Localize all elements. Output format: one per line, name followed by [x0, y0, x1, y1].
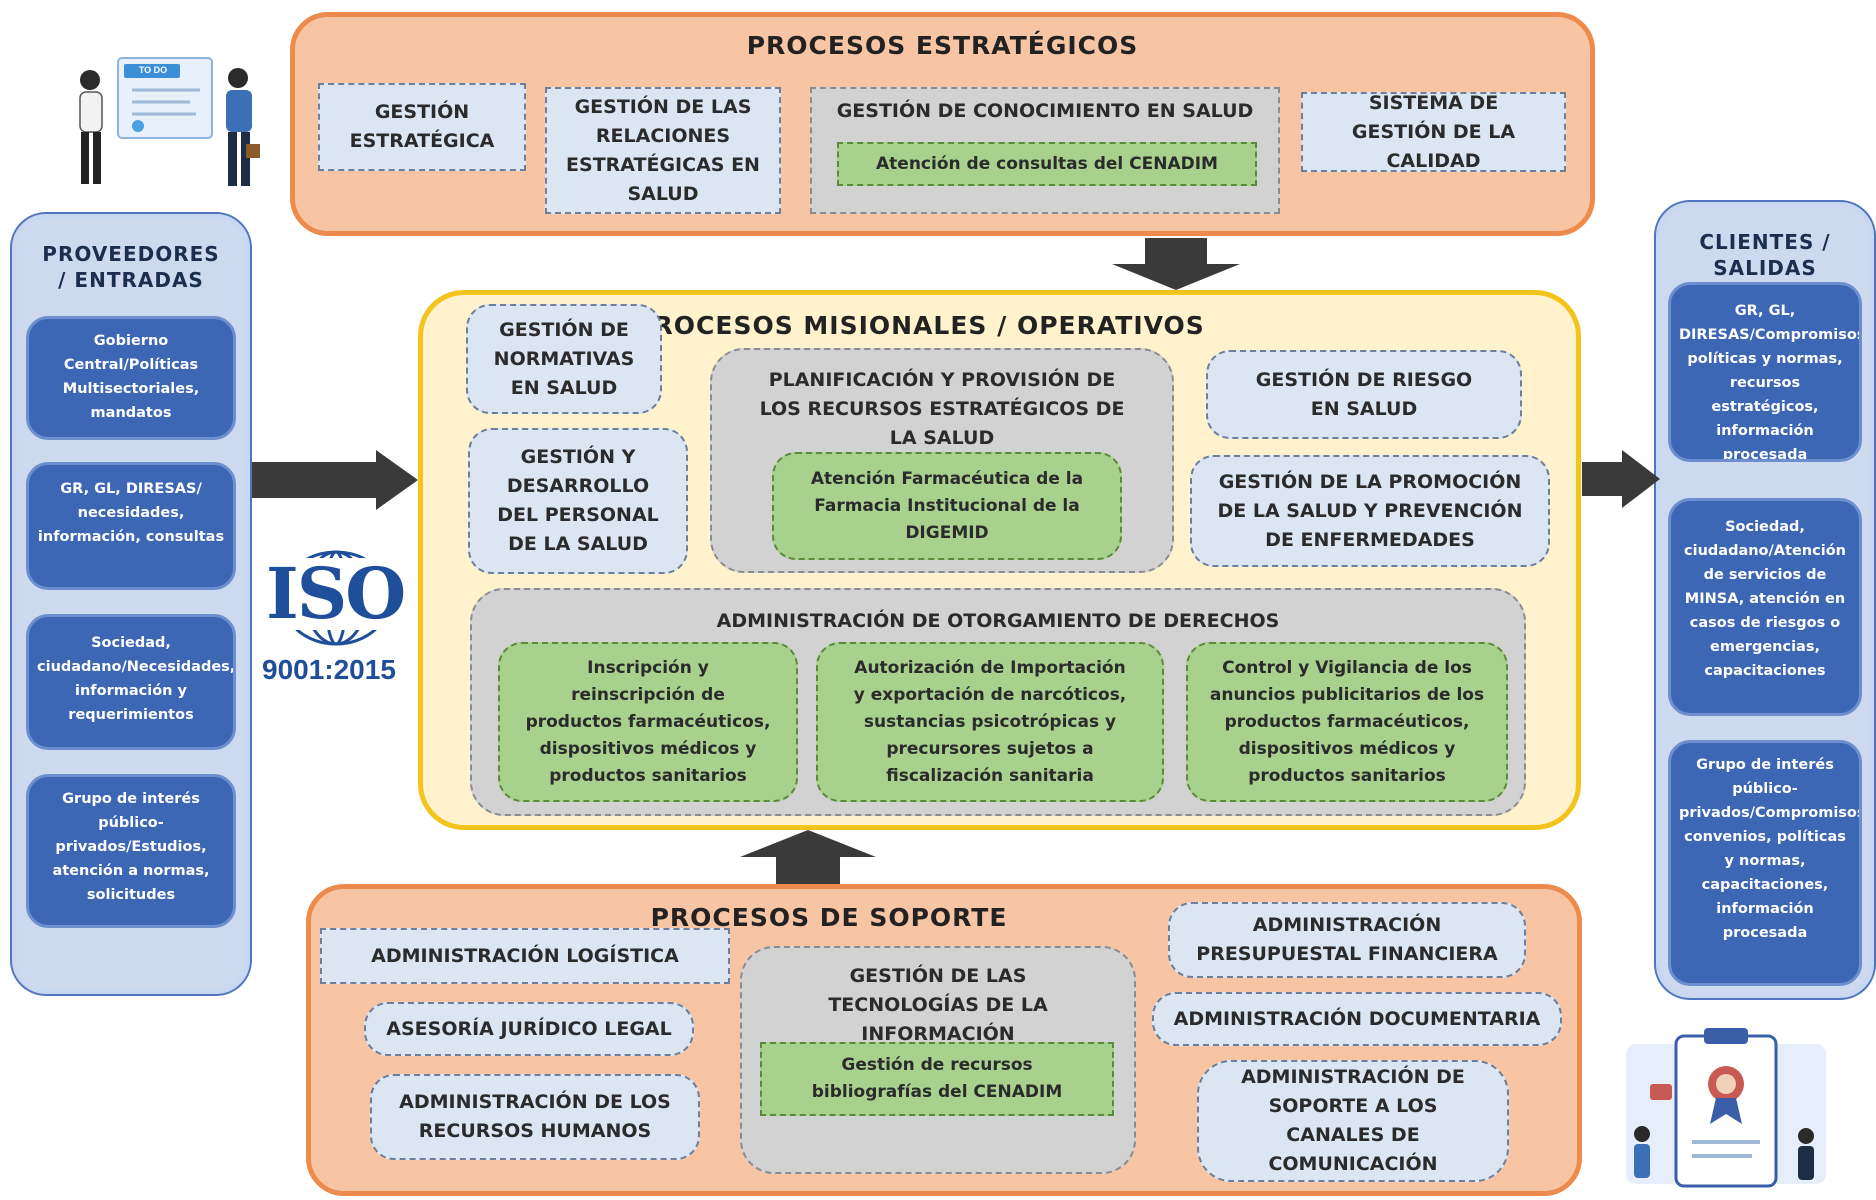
client-card: Sociedad, ciudadano/Atención de servicio…: [1668, 498, 1862, 716]
juridico-legal-box: ASESORÍA JURÍDICO LEGAL: [364, 1002, 694, 1056]
provider-card: Sociedad, ciudadano/Necesidades, informa…: [26, 614, 236, 750]
down-arrow-shaft: [1145, 238, 1207, 266]
sistema-calidad-box: SISTEMA DE GESTIÓN DE LA CALIDAD: [1301, 92, 1566, 172]
canales-comunicacion-box: ADMINISTRACIÓN DE SOPORTE A LOS CANALES …: [1197, 1060, 1509, 1182]
control-vigilancia-box: Control y Vigilancia de los anuncios pub…: [1186, 642, 1508, 802]
desarrollo-personal-box: GESTIÓN Y DESARROLLO DEL PERSONAL DE LA …: [468, 428, 688, 574]
providers-title: PROVEEDORES / ENTRADAS: [42, 242, 220, 292]
planificacion-recursos-box: PLANIFICACIÓN Y PROVISIÓN DE LOS RECURSO…: [710, 348, 1174, 573]
meeting-people-icon: [79, 57, 260, 186]
up-arrow-shaft: [776, 856, 840, 888]
consultas-cenadim-box: Atención de consultas del CENADIM: [837, 142, 1257, 186]
certificate-illustration: [1616, 1024, 1836, 1196]
down-arrow-icon: [1112, 264, 1240, 290]
farmacia-institucional-box: Atención Farmacéutica de la Farmacia Ins…: [772, 452, 1122, 560]
gestion-estrategica-box: GESTIÓN ESTRATÉGICA: [318, 83, 526, 171]
provider-card: GR, GL, DIRESAS/ necesidades, informació…: [26, 462, 236, 590]
normativas-salud-box: GESTIÓN DE NORMATIVAS EN SALUD: [466, 304, 662, 414]
missional-processes-title: PROCESOS MISIONALES / OPERATIVOS: [634, 311, 1205, 340]
provider-card: Gobierno Central/Políticas Multisectoria…: [26, 316, 236, 440]
documentaria-box: ADMINISTRACIÓN DOCUMENTARIA: [1152, 992, 1562, 1046]
certificate-clipboard-icon: [1626, 1028, 1826, 1188]
promocion-salud-box: GESTIÓN DE LA PROMOCIÓN DE LA SALUD Y PR…: [1190, 455, 1550, 567]
clients-title: CLIENTES / SALIDAS: [1699, 230, 1831, 280]
client-card: Grupo de interés público-privados/Compro…: [1668, 740, 1862, 986]
provider-card: Grupo de interés público-privados/Estudi…: [26, 774, 236, 928]
iso-logo: ISO 9001:2015: [256, 540, 416, 690]
todo-screen-label: TO DO: [138, 65, 168, 75]
input-arrow-icon: [376, 450, 418, 510]
riesgo-salud-box: GESTIÓN DE RIESGO EN SALUD: [1206, 350, 1522, 439]
otorgamiento-derechos-box: ADMINISTRACIÓN DE OTORGAMIENTO DE DERECH…: [470, 588, 1526, 816]
logistica-box: ADMINISTRACIÓN LOGÍSTICA: [320, 928, 730, 984]
output-arrow-shaft: [1582, 462, 1624, 496]
planificacion-recursos-title: PLANIFICACIÓN Y PROVISIÓN DE LOS RECURSO…: [759, 369, 1125, 449]
presupuestal-financiera-box: ADMINISTRACIÓN PRESUPUESTAL FINANCIERA: [1168, 902, 1526, 978]
up-arrow-icon: [740, 830, 876, 857]
iso-standard: 9001:2015: [262, 654, 396, 685]
team-illustration: TO DO: [60, 50, 260, 195]
input-arrow-shaft: [252, 462, 378, 498]
relaciones-estrategicas-box: GESTIÓN DE LAS RELACIONES ESTRATÉGICAS E…: [545, 87, 781, 214]
conocimiento-salud-box: GESTIÓN DE CONOCIMIENTO EN SALUD Atenció…: [810, 87, 1280, 214]
recursos-humanos-box: ADMINISTRACIÓN DE LOS RECURSOS HUMANOS: [370, 1074, 700, 1160]
tecnologias-informacion-title: GESTIÓN DE LAS TECNOLOGÍAS DE LA INFORMA…: [828, 965, 1048, 1045]
conocimiento-salud-title: GESTIÓN DE CONOCIMIENTO EN SALUD: [836, 100, 1254, 122]
inscripcion-productos-box: Inscripción y reinscripción de productos…: [498, 642, 798, 802]
tecnologias-informacion-box: GESTIÓN DE LAS TECNOLOGÍAS DE LA INFORMA…: [740, 946, 1136, 1174]
recursos-bibliograficos-box: Gestión de recursos bibliografías del CE…: [760, 1042, 1114, 1116]
support-processes-title: PROCESOS DE SOPORTE: [650, 903, 1008, 932]
client-card: GR, GL, DIRESAS/Compromisos, políticas y…: [1668, 282, 1862, 462]
otorgamiento-derechos-title: ADMINISTRACIÓN DE OTORGAMIENTO DE DERECH…: [716, 610, 1280, 632]
autorizacion-importacion-box: Autorización de Importación y exportació…: [816, 642, 1164, 802]
iso-mark: ISO: [262, 558, 409, 630]
output-arrow-icon: [1622, 450, 1660, 508]
strategic-processes-title: PROCESOS ESTRATÉGICOS: [746, 31, 1139, 60]
